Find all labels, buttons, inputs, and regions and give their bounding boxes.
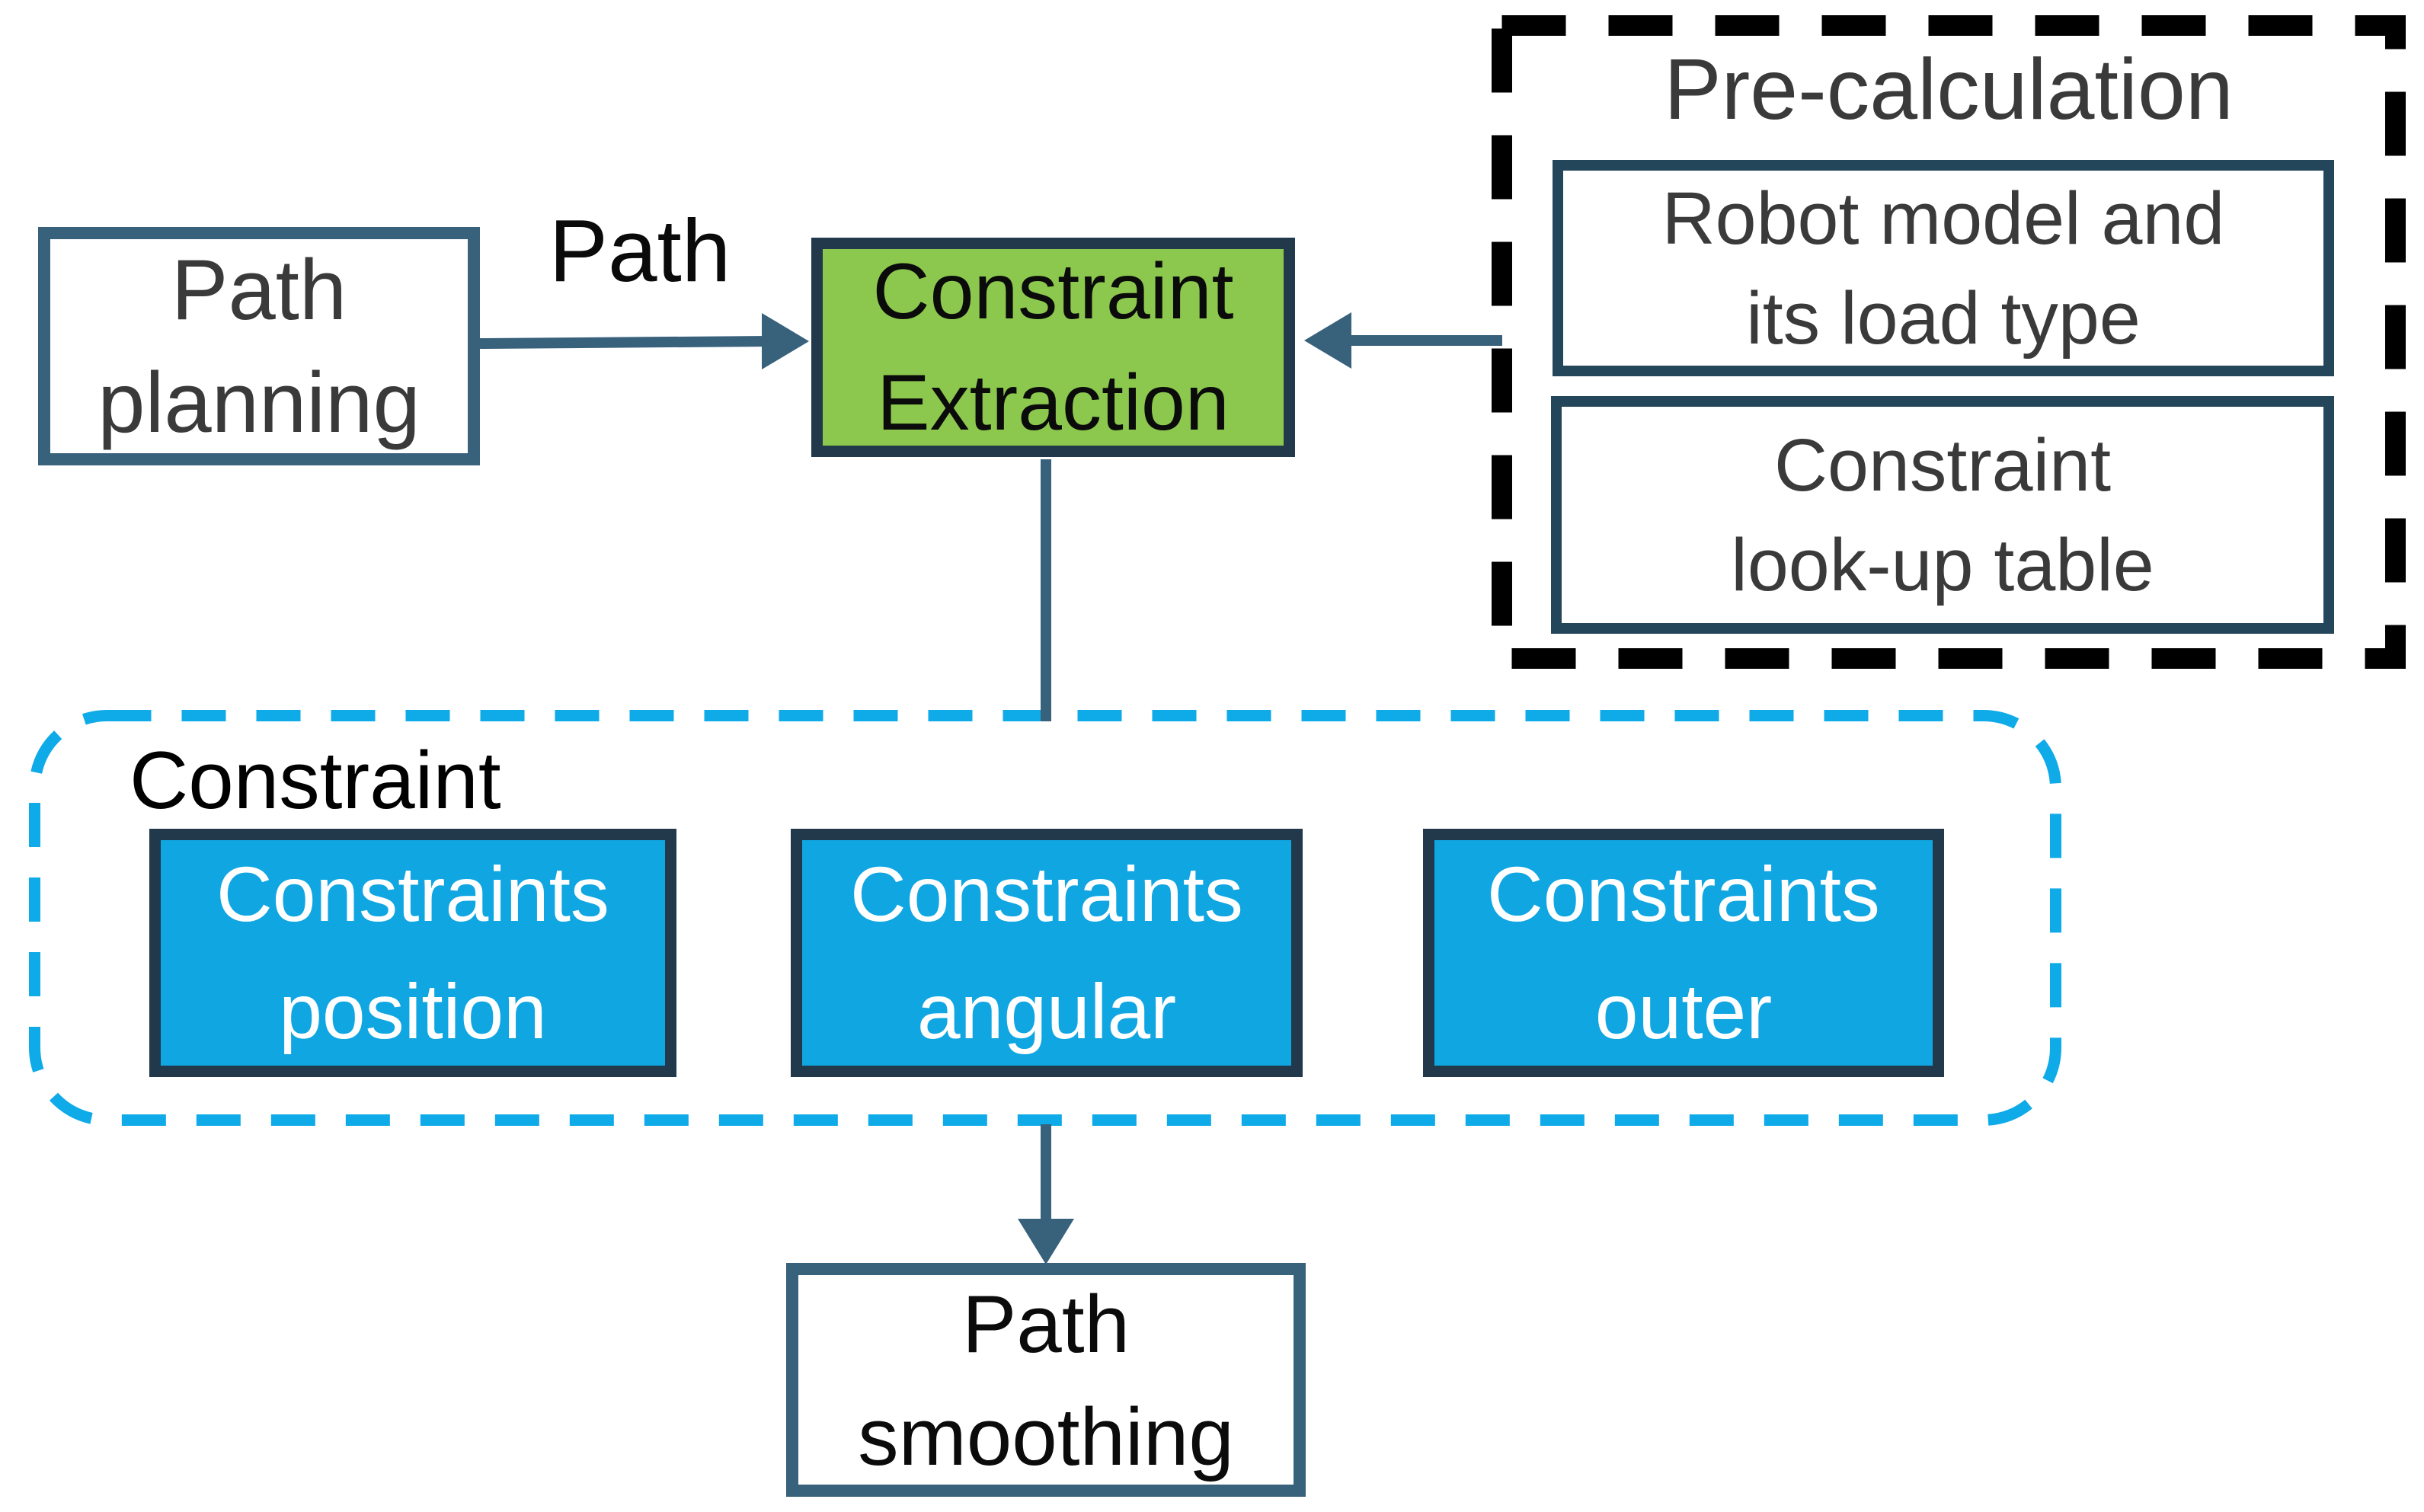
node-constraints-outer-line1: Constraints (1487, 851, 1880, 938)
constraint-group-label: Constraint (130, 734, 501, 826)
node-path-planning-line1: Path (171, 241, 347, 337)
node-path-planning: Path planning (38, 227, 480, 465)
node-constraints-position-line2: position (279, 968, 547, 1055)
pre-calculation-group-title: Pre-calculation (1664, 41, 2234, 137)
node-constraints-angular: Constraints angular (791, 829, 1303, 1077)
node-constraints-position-line1: Constraints (216, 851, 609, 938)
arrow-path-planning-to-extraction-head (762, 313, 809, 369)
node-lookup-table-line1: Constraint (1773, 424, 2112, 507)
node-robot-model-line2: its load type (1746, 277, 2141, 360)
node-robot-model-line1: Robot model and (1661, 177, 2225, 260)
edge-label-path: Path (548, 201, 731, 300)
node-path-smoothing-line1: Path (961, 1277, 1130, 1370)
node-constraints-angular-line2: angular (916, 968, 1177, 1055)
node-lookup-table-line2: look-up table (1731, 523, 2154, 606)
node-path-smoothing-line2: smoothing (858, 1390, 1234, 1482)
node-constraint-extraction: Constraint Extraction (811, 238, 1295, 457)
node-constraints-outer: Constraints outer (1423, 829, 1944, 1077)
arrow-precalculation-to-extraction-head (1304, 312, 1351, 369)
node-constraints-position: Constraints position (149, 829, 676, 1077)
node-lookup-table: Constraint look-up table (1551, 396, 2334, 634)
node-constraint-extraction-line2: Extraction (877, 359, 1230, 447)
arrow-path-planning-to-extraction-shaft (479, 336, 769, 349)
node-constraint-extraction-line1: Constraint (872, 248, 1234, 336)
pre-calculation-group-border (1492, 15, 2406, 669)
node-robot-model: Robot model and its load type (1553, 160, 2334, 376)
node-constraints-outer-line2: outer (1594, 968, 1773, 1055)
arrow-constraint-group-to-smoothing-head (1018, 1219, 1074, 1264)
node-path-smoothing: Path smoothing (786, 1263, 1306, 1497)
node-path-planning-line2: planning (98, 354, 421, 450)
node-constraints-angular-line1: Constraints (850, 851, 1243, 938)
